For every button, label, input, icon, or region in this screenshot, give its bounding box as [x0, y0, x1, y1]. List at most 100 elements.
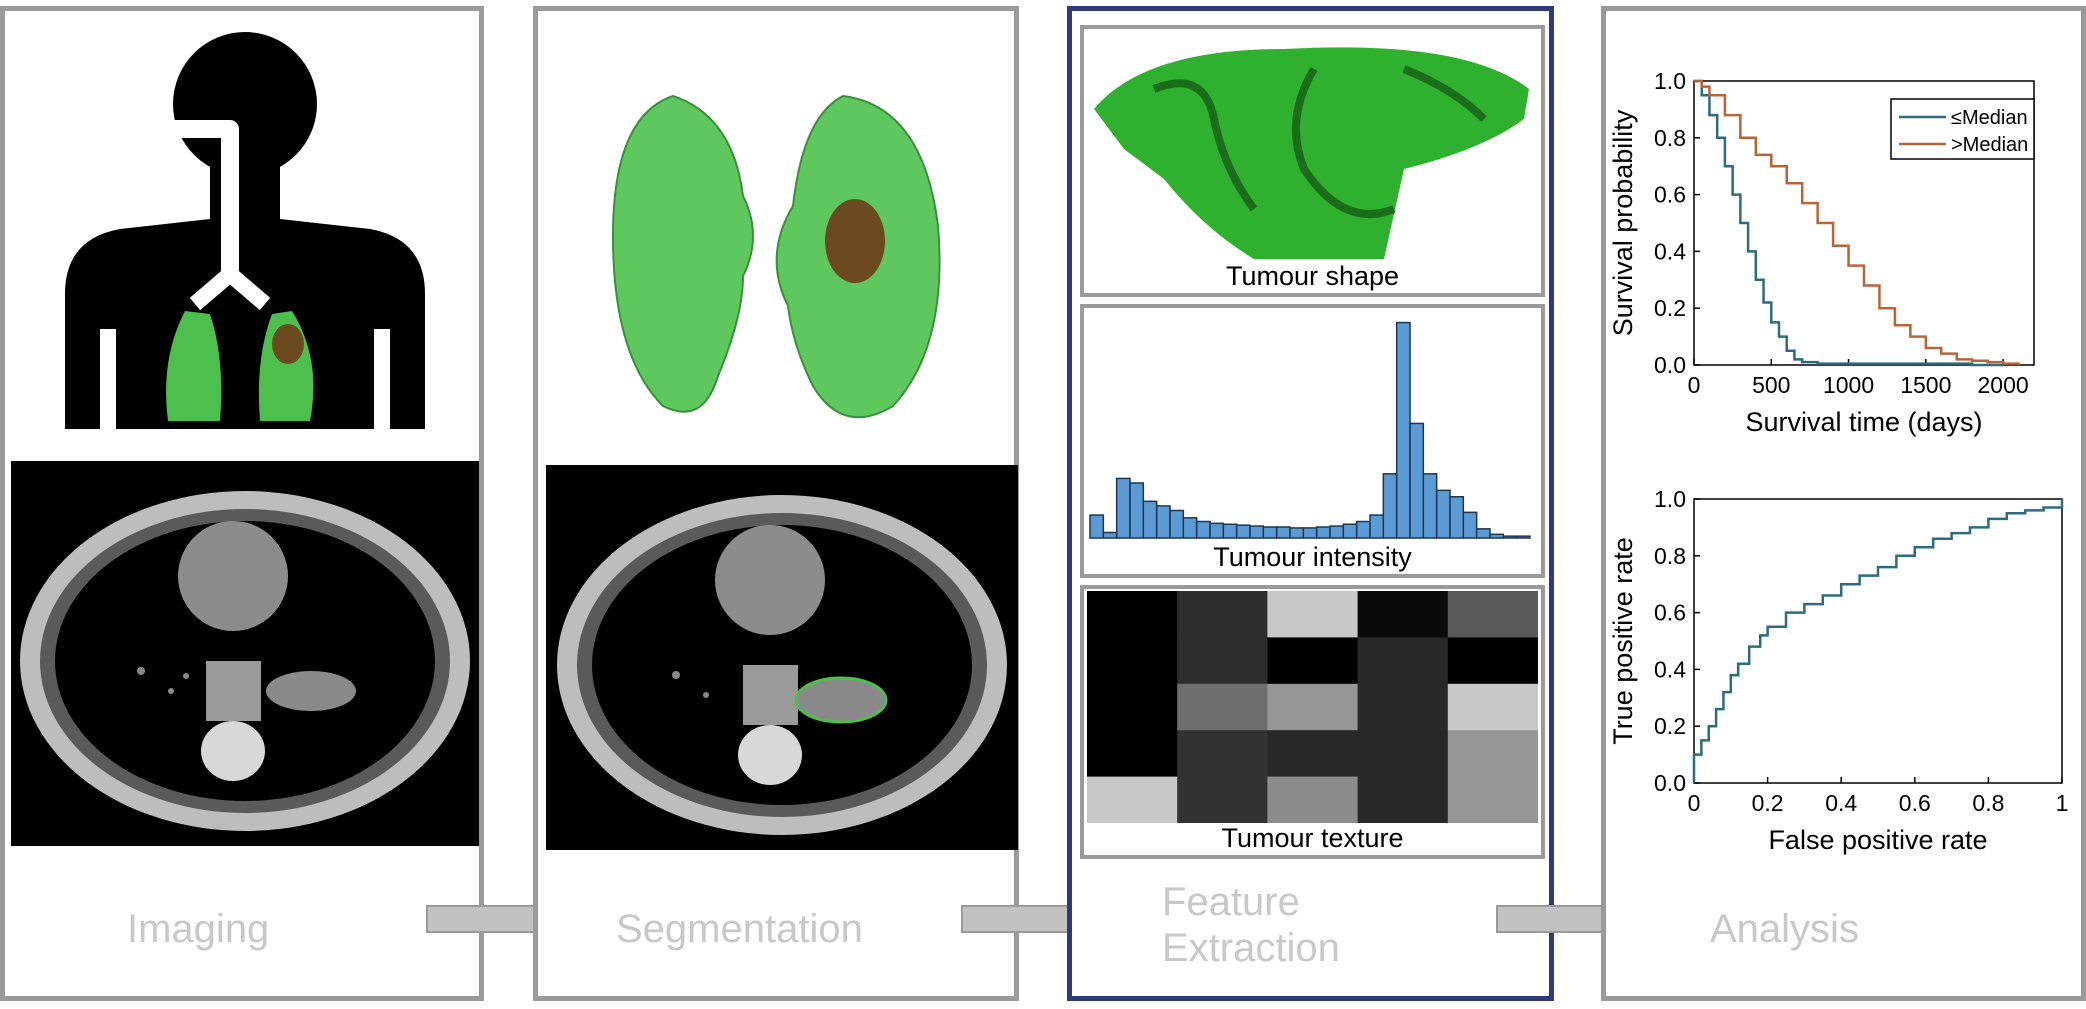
feature-label-line1: Feature — [1162, 880, 1300, 924]
y-tick-label: 0.0 — [1654, 352, 1686, 378]
histogram-bar — [1302, 527, 1318, 539]
histogram-bar — [1515, 535, 1531, 539]
texture-cell — [1267, 683, 1359, 731]
texture-cell — [1087, 776, 1178, 823]
y-tick-label: 0.2 — [1654, 713, 1686, 739]
legend-label: ≤Median — [1951, 107, 2028, 129]
histogram-bar — [1262, 526, 1278, 539]
stage-label-segmentation: Segmentation — [616, 907, 863, 951]
texture-cell — [1267, 591, 1359, 638]
histogram-bar — [1182, 517, 1198, 539]
intensity-histogram — [1089, 321, 1531, 539]
texture-cell — [1177, 591, 1268, 638]
tumour-shape-caption: Tumour shape — [1225, 261, 1400, 291]
texture-cell — [1177, 730, 1268, 778]
texture-cell — [1447, 776, 1538, 823]
histogram-bar — [1422, 473, 1438, 539]
x-tick-label: 0 — [1688, 790, 1701, 816]
histogram-bar — [1169, 509, 1185, 539]
legend-label: >Median — [1951, 134, 2028, 156]
histogram-bar — [1435, 489, 1451, 539]
histogram-bar — [1209, 522, 1225, 539]
histogram-bar — [1249, 525, 1265, 539]
x-tick-label: 0.2 — [1752, 790, 1784, 816]
imaging-panel: Imaging — [0, 6, 484, 1001]
y-tick-label: 0.8 — [1654, 543, 1686, 569]
x-axis-label: Survival time (days) — [1745, 407, 1982, 437]
x-tick-label: 0.6 — [1899, 790, 1931, 816]
histogram-bar — [1355, 520, 1371, 539]
texture-cell — [1267, 637, 1359, 685]
histogram-bar — [1462, 511, 1478, 539]
y-tick-label: 1.0 — [1654, 68, 1686, 94]
texture-cell — [1177, 776, 1268, 823]
plot-frame — [1693, 498, 2063, 784]
stage-label-imaging: Imaging — [127, 907, 270, 951]
texture-cell — [1357, 591, 1449, 638]
texture-matrix — [1087, 591, 1538, 823]
legend-box — [1890, 98, 2035, 160]
texture-cell — [1177, 637, 1268, 685]
x-tick-label: 0.4 — [1825, 790, 1857, 816]
y-tick-label: 0.4 — [1654, 238, 1686, 264]
texture-cell — [1357, 730, 1449, 778]
texture-cell — [1267, 730, 1359, 778]
histogram-bar — [1395, 321, 1411, 539]
tumour-shape-render — [1094, 47, 1529, 259]
x-tick-label: 500 — [1752, 372, 1790, 398]
feature-label-line2: Extraction — [1162, 926, 1340, 970]
x-tick-label: 1000 — [1823, 372, 1874, 398]
series-line — [1694, 79, 2020, 365]
histogram-bar — [1142, 500, 1158, 539]
tumour-texture-caption: Tumour texture — [1221, 823, 1404, 853]
y-tick-label: 0.6 — [1654, 600, 1686, 626]
y-tick-label: 0.2 — [1654, 295, 1686, 321]
texture-cell — [1447, 637, 1538, 685]
histogram-bar — [1342, 523, 1358, 539]
y-tick-label: 1.0 — [1654, 486, 1686, 512]
histogram-bar — [1129, 482, 1145, 539]
histogram-bar — [1369, 514, 1385, 539]
tumour-intensity-box: Tumour intensity — [1080, 304, 1545, 578]
3d-lungs-render-icon — [611, 94, 941, 419]
histogram-bar — [1275, 526, 1291, 539]
histogram-bar — [1329, 525, 1345, 539]
x-tick-label: 0.8 — [1972, 790, 2004, 816]
tumour-intensity-caption: Tumour intensity — [1213, 542, 1412, 572]
histogram-bar — [1382, 473, 1398, 539]
texture-cell — [1357, 776, 1449, 823]
histogram-bar — [1502, 535, 1518, 539]
x-tick-label: 0 — [1688, 372, 1701, 398]
texture-cell — [1447, 591, 1538, 638]
y-axis-label: Survival probability — [1608, 109, 1638, 336]
series-line — [1694, 79, 2004, 367]
ct-scan-image — [11, 461, 479, 846]
x-axis-label: False positive rate — [1768, 825, 1987, 855]
y-tick-label: 0.6 — [1654, 182, 1686, 208]
segmentation-panel: Segmentation — [533, 6, 1019, 1001]
x-tick-label: 1500 — [1900, 372, 1951, 398]
texture-cell — [1177, 683, 1268, 731]
texture-cell — [1087, 637, 1178, 685]
y-tick-label: 0.8 — [1654, 125, 1686, 151]
series-line — [1692, 499, 2064, 783]
histogram-bar — [1235, 524, 1251, 539]
histogram-bar — [1102, 531, 1118, 539]
histogram-bar — [1089, 514, 1105, 539]
histogram-bar — [1115, 477, 1131, 539]
texture-cell — [1087, 683, 1178, 731]
plot-frame — [1693, 80, 2035, 366]
texture-cell — [1267, 776, 1359, 823]
texture-cell — [1447, 730, 1538, 778]
y-tick-label: 0.0 — [1654, 770, 1686, 796]
y-tick-label: 0.4 — [1654, 656, 1686, 682]
x-tick-label: 1 — [2056, 790, 2069, 816]
stage-label-feature-extraction: Feature Extraction — [1162, 879, 1340, 971]
texture-cell — [1357, 637, 1449, 685]
histogram-bar — [1449, 496, 1465, 539]
texture-cell — [1087, 591, 1178, 638]
texture-cell — [1447, 683, 1538, 731]
